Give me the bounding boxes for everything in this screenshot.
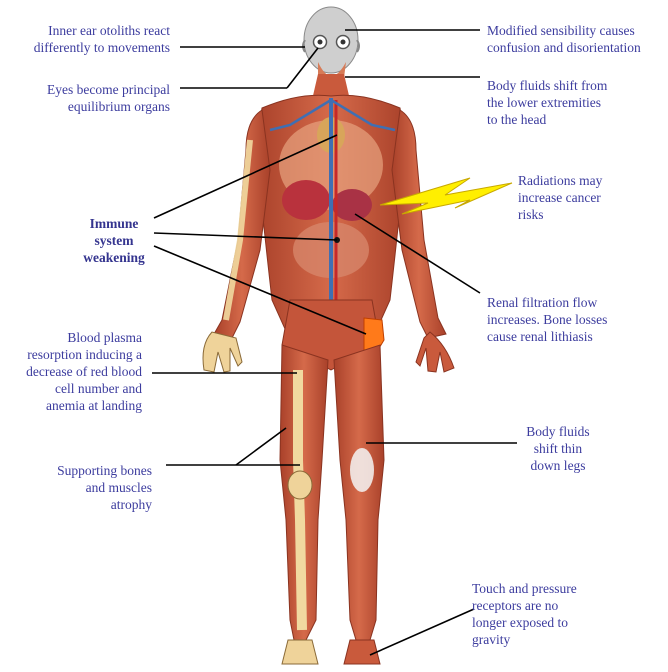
right-leg bbox=[334, 345, 384, 664]
label-fluids-legs: Body fluids shift thin down legs bbox=[500, 423, 616, 474]
label-immune: Immune system weakening bbox=[70, 215, 158, 266]
label-fluids-head: Body fluids shift from the lower extremi… bbox=[487, 77, 607, 128]
label-bones: Supporting bones and muscles atrophy bbox=[57, 462, 152, 513]
left-leg bbox=[280, 345, 328, 664]
label-renal: Renal filtration flow increases. Bone lo… bbox=[487, 294, 607, 345]
label-otoliths: Inner ear otoliths react differently to … bbox=[34, 22, 170, 56]
label-eyes: Eyes become principal equilibrium organs bbox=[47, 81, 170, 115]
label-plasma: Blood plasma resorption inducing a decre… bbox=[26, 329, 142, 414]
label-sensibility: Modified sensibility causes confusion an… bbox=[487, 22, 641, 56]
label-touch: Touch and pressure receptors are no long… bbox=[472, 580, 577, 648]
skull-icon bbox=[303, 7, 359, 85]
right-arm bbox=[392, 110, 454, 372]
left-arm bbox=[203, 110, 270, 372]
label-radiations: Radiations may increase cancer risks bbox=[518, 172, 602, 223]
